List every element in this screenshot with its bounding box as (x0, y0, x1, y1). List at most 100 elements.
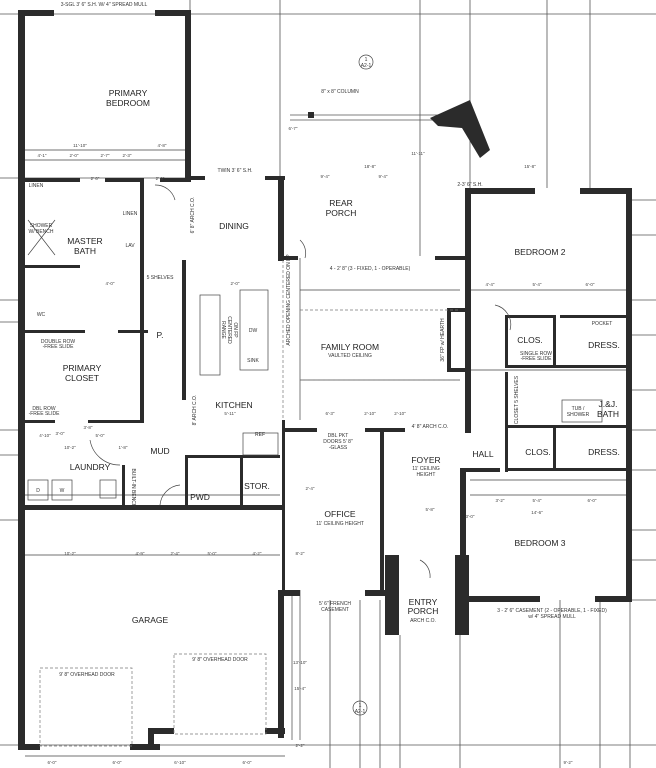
svg-text:W: W (60, 488, 65, 494)
svg-text:1: 1 (365, 57, 368, 63)
dimension-labels: 11'-10"4'-8"4'-1"2'-0"2'-7"2'-3"2' 6"2' … (38, 126, 597, 765)
room-closet-upper: CLOS. (517, 335, 543, 345)
dimension-label: 9'-4" (379, 174, 388, 179)
svg-text:w/ 4" SPREAD MULL: w/ 4" SPREAD MULL (528, 614, 576, 620)
dimension-label: 3'-0" (466, 514, 475, 519)
dimension-label: 2'-4" (171, 551, 180, 556)
room-bedroom-2: BEDROOM 2 (514, 247, 565, 257)
dimension-label: 15'-4" (294, 686, 306, 691)
dimension-label: 6'-10" (174, 760, 186, 765)
room-rear-porch: REAR (329, 198, 353, 208)
dimension-label: 18'-8" (364, 164, 376, 169)
room-pantry: P. (157, 330, 164, 340)
room-primary-bedroom: PRIMARY (109, 88, 148, 98)
svg-text:BUILT-IN BENCH: BUILT-IN BENCH (130, 468, 136, 507)
svg-text:TWIN 3' 6" S.H.: TWIN 3' 6" S.H. (218, 168, 253, 174)
dimension-label: 5'-4" (533, 282, 542, 287)
fixtures (27, 184, 603, 747)
dimension-label: 5'-11" (224, 411, 236, 416)
svg-text:3 - 2' 6" CASEMENT (2 - OPERAB: 3 - 2' 6" CASEMENT (2 - OPERABLE, 1 - FI… (497, 608, 607, 614)
dimension-label: 2'-2" (296, 743, 305, 748)
svg-text:DOUBLE ROW: DOUBLE ROW (41, 339, 75, 345)
dimension-label: 8'-2" (296, 551, 305, 556)
dimension-label: 4'-0" (106, 281, 115, 286)
room-master-bath: MASTER (67, 236, 102, 246)
svg-text:SHOWER: SHOWER (567, 412, 590, 418)
svg-text:DOORS 5' 8": DOORS 5' 8" (323, 439, 353, 445)
room-jj-bath: J.&J. (599, 399, 618, 409)
room-bedroom-3: BEDROOM 3 (514, 538, 565, 548)
svg-text:8' ARCH C.O.: 8' ARCH C.O. (192, 395, 198, 426)
svg-text:BEDROOM: BEDROOM (106, 98, 150, 108)
svg-text:-FREE SLIDE: -FREE SLIDE (43, 344, 75, 350)
svg-text:PORCH: PORCH (408, 606, 439, 616)
annotations: 3-SGL 3' 6" S.H. W/ 4" SPREAD MULL TWIN … (29, 2, 613, 678)
room-dressing-lower: DRESS. (588, 447, 620, 457)
svg-text:SINK: SINK (247, 358, 259, 364)
dimension-label: 1'-8" (119, 445, 128, 450)
dimension-label: 2' 6" (156, 176, 165, 181)
dimension-label: 5'-0" (96, 433, 105, 438)
svg-text:BATH: BATH (597, 409, 619, 419)
room-dining: DINING (219, 221, 249, 231)
dimension-label: 6'-7" (289, 126, 298, 131)
dimension-label: 15'-8" (524, 164, 536, 169)
room-laundry: LAUNDRY (70, 462, 111, 472)
svg-text:BATH: BATH (74, 246, 96, 256)
dimension-label: 10'-2" (64, 445, 76, 450)
dimension-label: 2'-4" (306, 486, 315, 491)
section-marker-top: 1 A2-1 (358, 54, 374, 70)
svg-text:-FREE SLIDE: -FREE SLIDE (521, 356, 553, 362)
svg-text:POCKET: POCKET (592, 321, 613, 327)
svg-text:RANGE: RANGE (220, 321, 226, 339)
dimension-label: 13'-10" (293, 660, 307, 665)
room-kitchen: KITCHEN (215, 400, 252, 410)
svg-text:DBL ROW: DBL ROW (32, 406, 55, 412)
svg-text:DW: DW (249, 328, 258, 334)
svg-text:DBL PKT: DBL PKT (328, 433, 349, 439)
svg-text:A2-1: A2-1 (361, 63, 372, 69)
svg-text:11' CEILING HEIGHT: 11' CEILING HEIGHT (316, 521, 364, 527)
dimension-label: 6'-3" (326, 411, 335, 416)
svg-text:ARCH C.O.: ARCH C.O. (410, 618, 436, 624)
dimension-label: 10'-2" (64, 551, 76, 556)
dimension-label: 6'-0" (243, 760, 252, 765)
room-primary-closet: PRIMARY (63, 363, 102, 373)
dimension-label: 2' 6" (91, 176, 100, 181)
svg-text:9' 8" OVERHEAD DOOR: 9' 8" OVERHEAD DOOR (192, 657, 248, 663)
svg-text:HEIGHT: HEIGHT (417, 472, 436, 478)
room-hall: HALL (472, 449, 494, 459)
dimension-label: 4'-9" (136, 551, 145, 556)
dimension-label: 3'-2" (496, 498, 505, 503)
svg-text:-GLASS: -GLASS (329, 445, 348, 451)
room-closet-lower: CLOS. (525, 447, 551, 457)
svg-text:9' 8" OVERHEAD DOOR: 9' 8" OVERHEAD DOOR (59, 672, 115, 678)
dimension-label: 2'-10" (364, 411, 376, 416)
room-foyer: FOYER (411, 455, 440, 465)
dimension-label: 4'-10" (39, 433, 51, 438)
svg-text:SHOWER: SHOWER (30, 223, 53, 229)
svg-text:36" FP w/ HEARTH: 36" FP w/ HEARTH (440, 318, 446, 362)
svg-text:11' CEILING: 11' CEILING (412, 466, 440, 472)
dimension-label: 2'-10" (394, 411, 406, 416)
dimension-label: 5'-8" (426, 507, 435, 512)
svg-text:CENTERED: CENTERED (226, 316, 232, 344)
svg-text:CASEMENT: CASEMENT (321, 607, 349, 613)
dimension-label: 2'-0" (70, 153, 79, 158)
svg-text:-FREE SLIDE: -FREE SLIDE (29, 411, 61, 417)
svg-text:1: 1 (359, 703, 362, 709)
room-stor: STOR. (244, 481, 270, 491)
svg-text:LINEN: LINEN (123, 211, 138, 217)
dimension-label: 14'-6" (531, 510, 543, 515)
dimension-label: 9'-4" (321, 174, 330, 179)
svg-text:SINGLE ROW: SINGLE ROW (520, 351, 552, 357)
svg-text:CLOSET 5 SHELVES: CLOSET 5 SHELVES (514, 375, 520, 424)
dimension-label: 6'-0" (48, 760, 57, 765)
dimension-label: 2'-0" (231, 281, 240, 286)
room-family-room: FAMILY ROOM (321, 342, 379, 352)
section-marker-bottom: 1 A2-1 (352, 700, 368, 716)
svg-text:5 SHELVES: 5 SHELVES (147, 275, 175, 281)
svg-text:VAULTED CEILING: VAULTED CEILING (328, 353, 372, 359)
